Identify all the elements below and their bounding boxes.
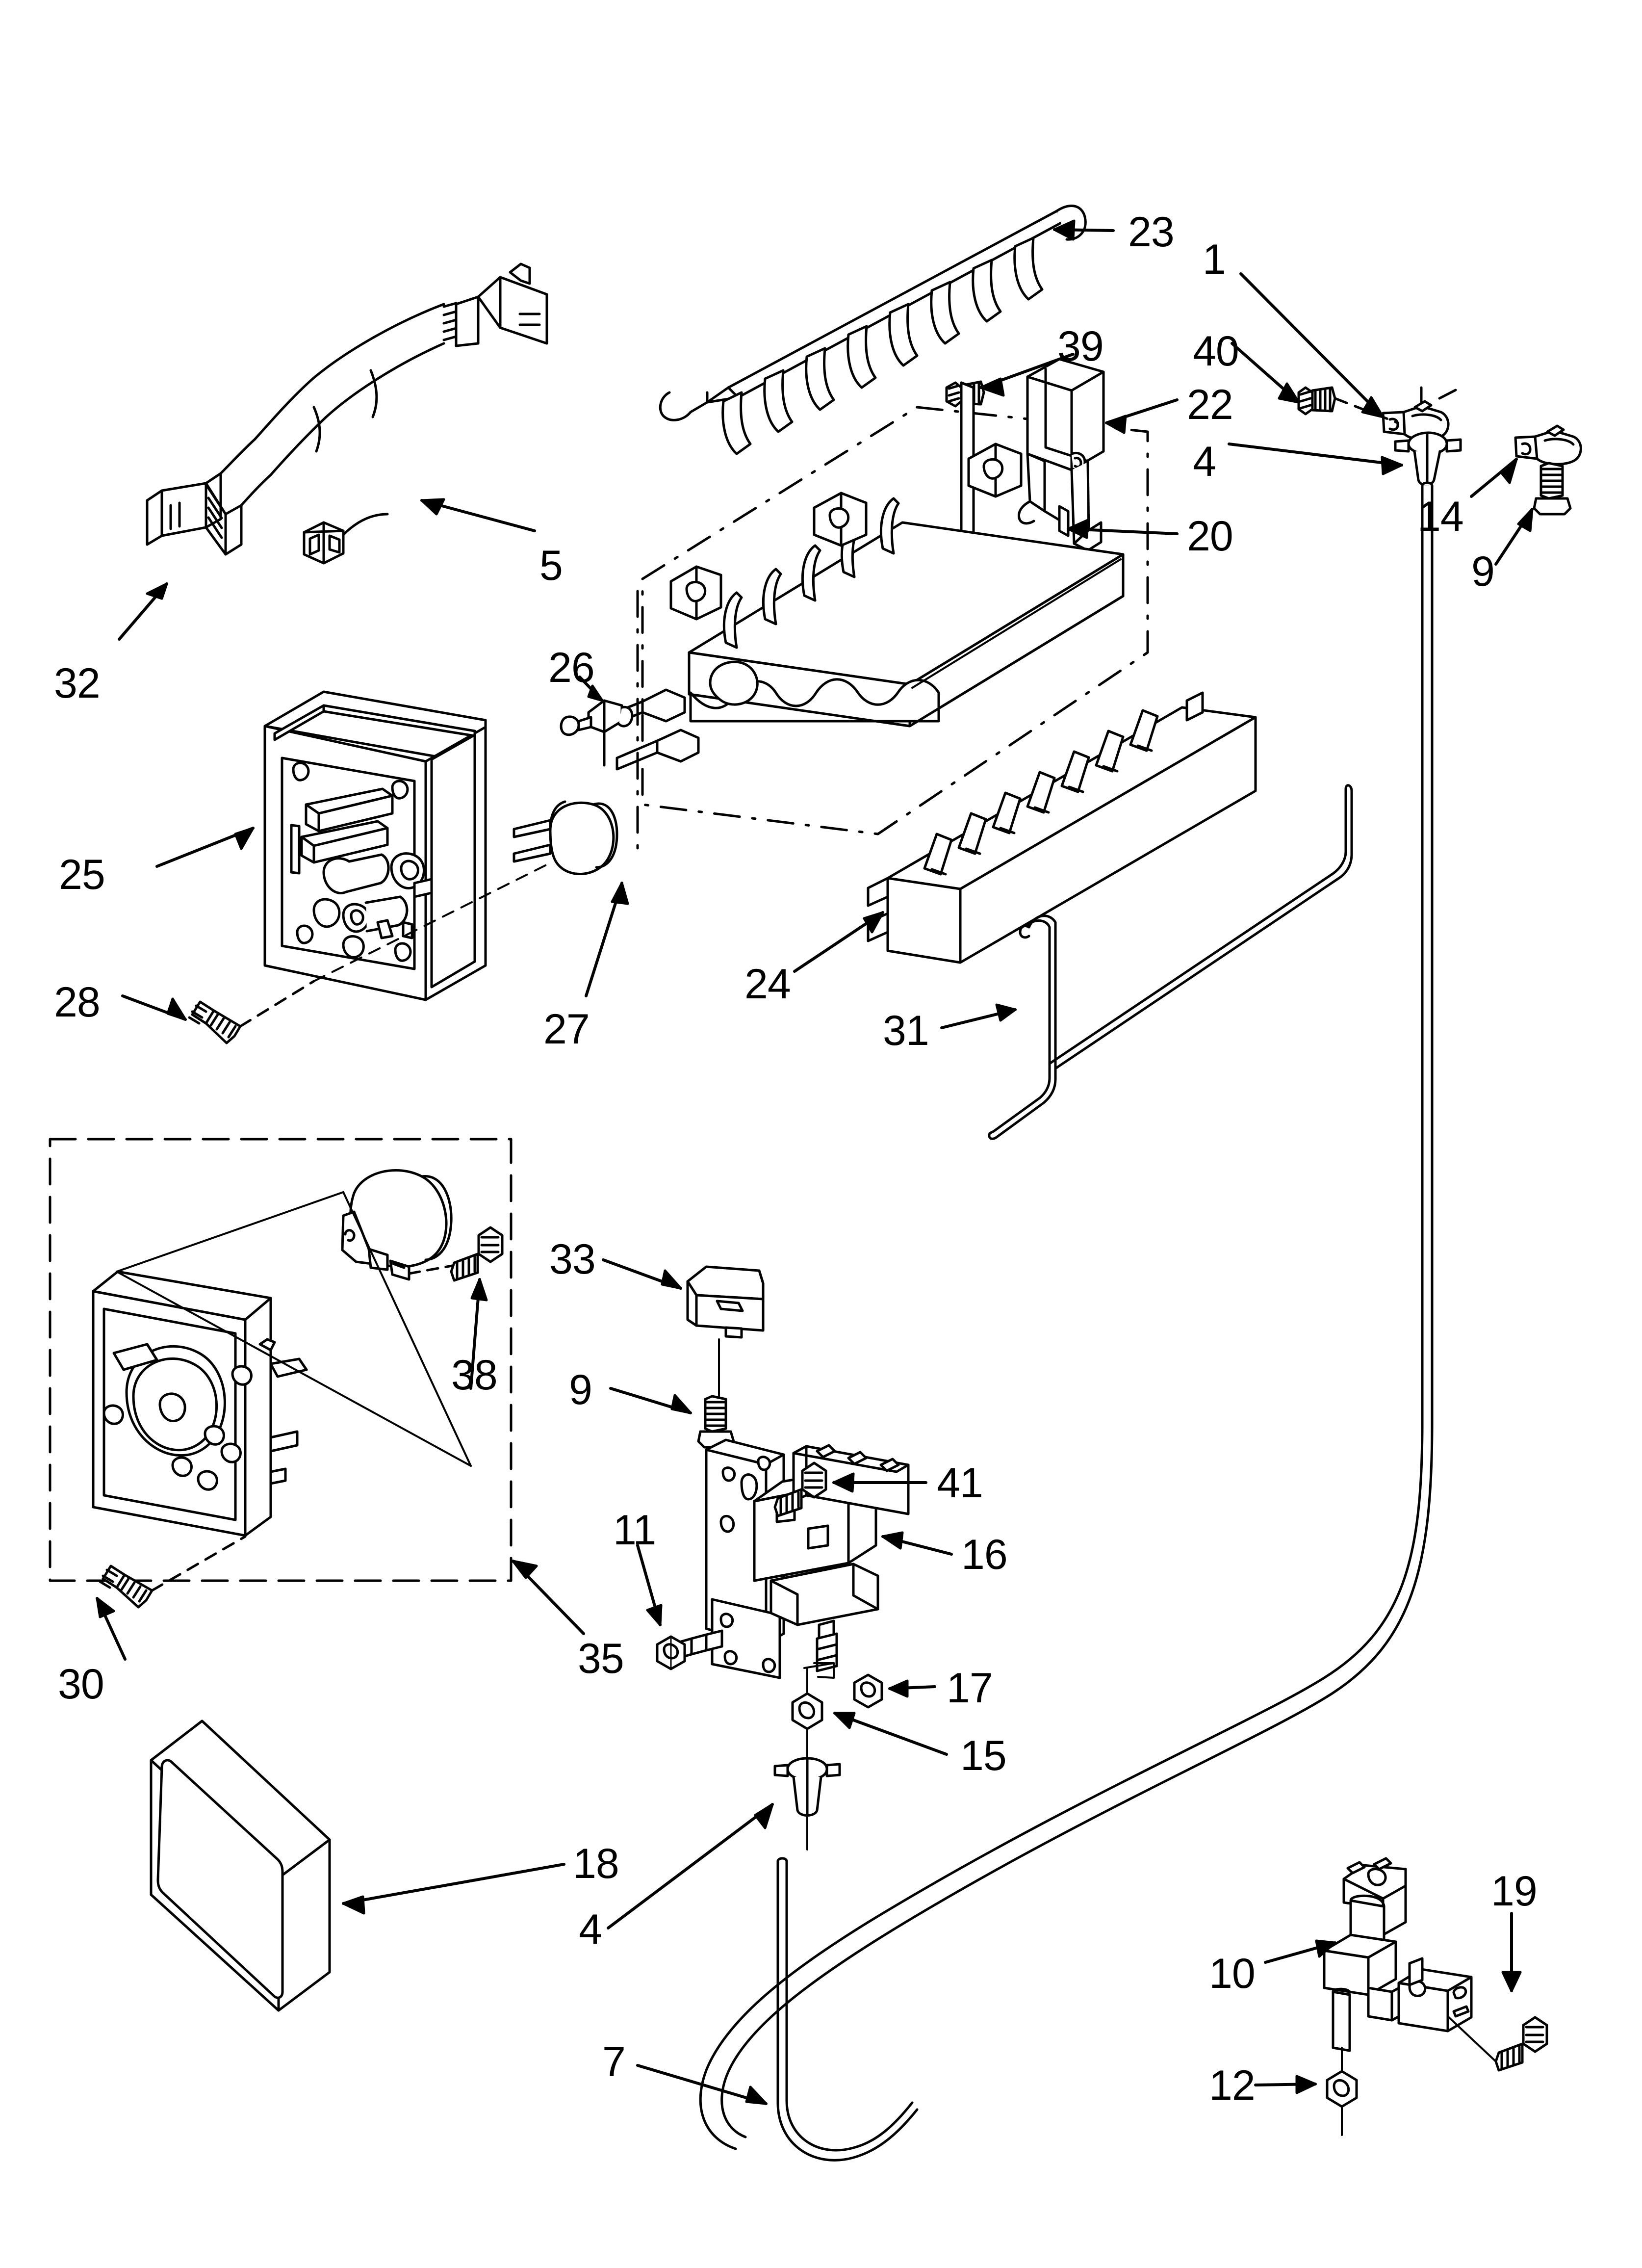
leader-18 — [342, 1863, 565, 1915]
leader-32 — [118, 582, 168, 641]
ice-tray-mold-artwork — [602, 443, 1125, 771]
callout-10: 10 — [1209, 1950, 1256, 1997]
motor-coupling-artwork — [560, 699, 634, 767]
callout-4-upper: 4 — [1193, 438, 1216, 485]
callout-27: 27 — [543, 1006, 590, 1053]
leader-23 — [1053, 219, 1115, 241]
leader-14 — [1470, 458, 1518, 498]
gear-case-artwork — [92, 1270, 308, 1537]
leader-35 — [512, 1560, 585, 1635]
leader-9-upper — [1494, 508, 1534, 566]
leader-20 — [1067, 519, 1179, 539]
callout-40: 40 — [1193, 328, 1239, 375]
leader-11 — [636, 1544, 663, 1626]
screw-40 — [1297, 386, 1399, 424]
icemaker-module-housing-artwork — [263, 690, 487, 1001]
callout-17: 17 — [947, 1665, 993, 1712]
tube-clamp-14 — [1514, 424, 1582, 466]
leader-7 — [636, 2064, 768, 2105]
leader-19 — [1501, 1912, 1522, 1992]
ice-level-wire-arm-artwork — [988, 784, 1353, 1140]
leader-12 — [1254, 2075, 1317, 2094]
screw-41 — [773, 1461, 827, 1517]
callout-32: 32 — [54, 660, 101, 707]
leader-17 — [888, 1679, 936, 1698]
callout-16: 16 — [961, 1531, 1008, 1578]
water-supply-tube-artwork — [776, 1857, 919, 2162]
fill-tube-clamp-assembly — [699, 386, 1462, 2150]
ice-ejector-auger-artwork — [659, 205, 1087, 455]
switch-cover-artwork — [686, 1265, 765, 1339]
leader-27 — [585, 882, 629, 997]
screw-9-upper — [1533, 462, 1572, 516]
ice-stripper-artwork — [867, 691, 1257, 964]
callout-30: 30 — [58, 1661, 104, 1708]
water-fill-cup-artwork — [960, 358, 1105, 571]
callout-23: 23 — [1128, 209, 1175, 256]
callout-25: 25 — [59, 851, 105, 898]
callout-14: 14 — [1417, 493, 1464, 540]
icemaker-motor-artwork — [513, 800, 618, 875]
leader-30 — [96, 1597, 127, 1661]
callout-26: 26 — [548, 644, 595, 691]
leader-16 — [881, 1531, 953, 1556]
gear-motor-cover — [341, 1169, 475, 1281]
callout-22: 22 — [1187, 381, 1233, 428]
leader-15 — [833, 1712, 948, 1756]
callout-35: 35 — [578, 1635, 624, 1682]
leader-40 — [1231, 342, 1300, 404]
callout-33: 33 — [549, 1236, 596, 1283]
nut-12 — [1326, 2047, 1358, 2136]
leader-33 — [602, 1258, 682, 1290]
screw-38 — [450, 1226, 504, 1282]
screw-28 — [188, 980, 315, 1044]
leader-5 — [420, 498, 536, 532]
leader-31 — [940, 1003, 1017, 1029]
screw-30 — [99, 1535, 247, 1609]
callout-19: 19 — [1491, 1868, 1538, 1915]
leader-1 — [1239, 272, 1385, 418]
callout-24: 24 — [744, 961, 791, 1008]
callout-39: 39 — [1057, 323, 1104, 370]
callout-18: 18 — [573, 1840, 619, 1887]
callout-7: 7 — [602, 2038, 626, 2086]
water-inlet-valve-artwork — [1323, 1857, 1473, 2052]
callout-28: 28 — [54, 979, 101, 1026]
callout-5: 5 — [539, 542, 563, 589]
nut-11 — [656, 1635, 686, 1670]
wire-harness-artwork — [146, 262, 548, 565]
leader-24 — [793, 911, 884, 973]
callout-20: 20 — [1187, 513, 1233, 560]
callout-38: 38 — [451, 1352, 498, 1399]
leader-4-lower — [607, 1803, 774, 1929]
leader-22 — [1105, 398, 1179, 434]
callout-41: 41 — [937, 1460, 983, 1507]
callout-1: 1 — [1203, 236, 1226, 283]
callout-12: 12 — [1209, 2062, 1256, 2109]
leader-10 — [1264, 1939, 1336, 1964]
insulation-foam-block-artwork — [150, 1720, 331, 2012]
assembly-outline-20 — [641, 406, 1149, 835]
callout-4-lower: 4 — [579, 1906, 602, 1953]
screw-9-switch — [697, 1395, 735, 1449]
screw-19 — [1447, 2015, 1548, 2072]
callout-31: 31 — [883, 1007, 929, 1054]
callout-9-switch: 9 — [569, 1366, 592, 1413]
nut-17 — [853, 1673, 883, 1709]
leader-26 — [578, 676, 604, 702]
nut-15 — [791, 1667, 823, 1758]
callout-15: 15 — [960, 1732, 1007, 1779]
callout-9-upper: 9 — [1471, 548, 1495, 595]
leader-41 — [832, 1472, 927, 1493]
leader-28 — [121, 994, 187, 1021]
callout-11: 11 — [613, 1507, 656, 1554]
leader-25 — [155, 827, 255, 868]
icemaker-assembly-outline-artwork — [49, 1138, 513, 1582]
leader-4-upper — [1228, 443, 1403, 475]
grommet-4-lower — [773, 1757, 841, 1851]
leader-9-switch — [609, 1387, 692, 1414]
leader-38 — [469, 1278, 488, 1390]
